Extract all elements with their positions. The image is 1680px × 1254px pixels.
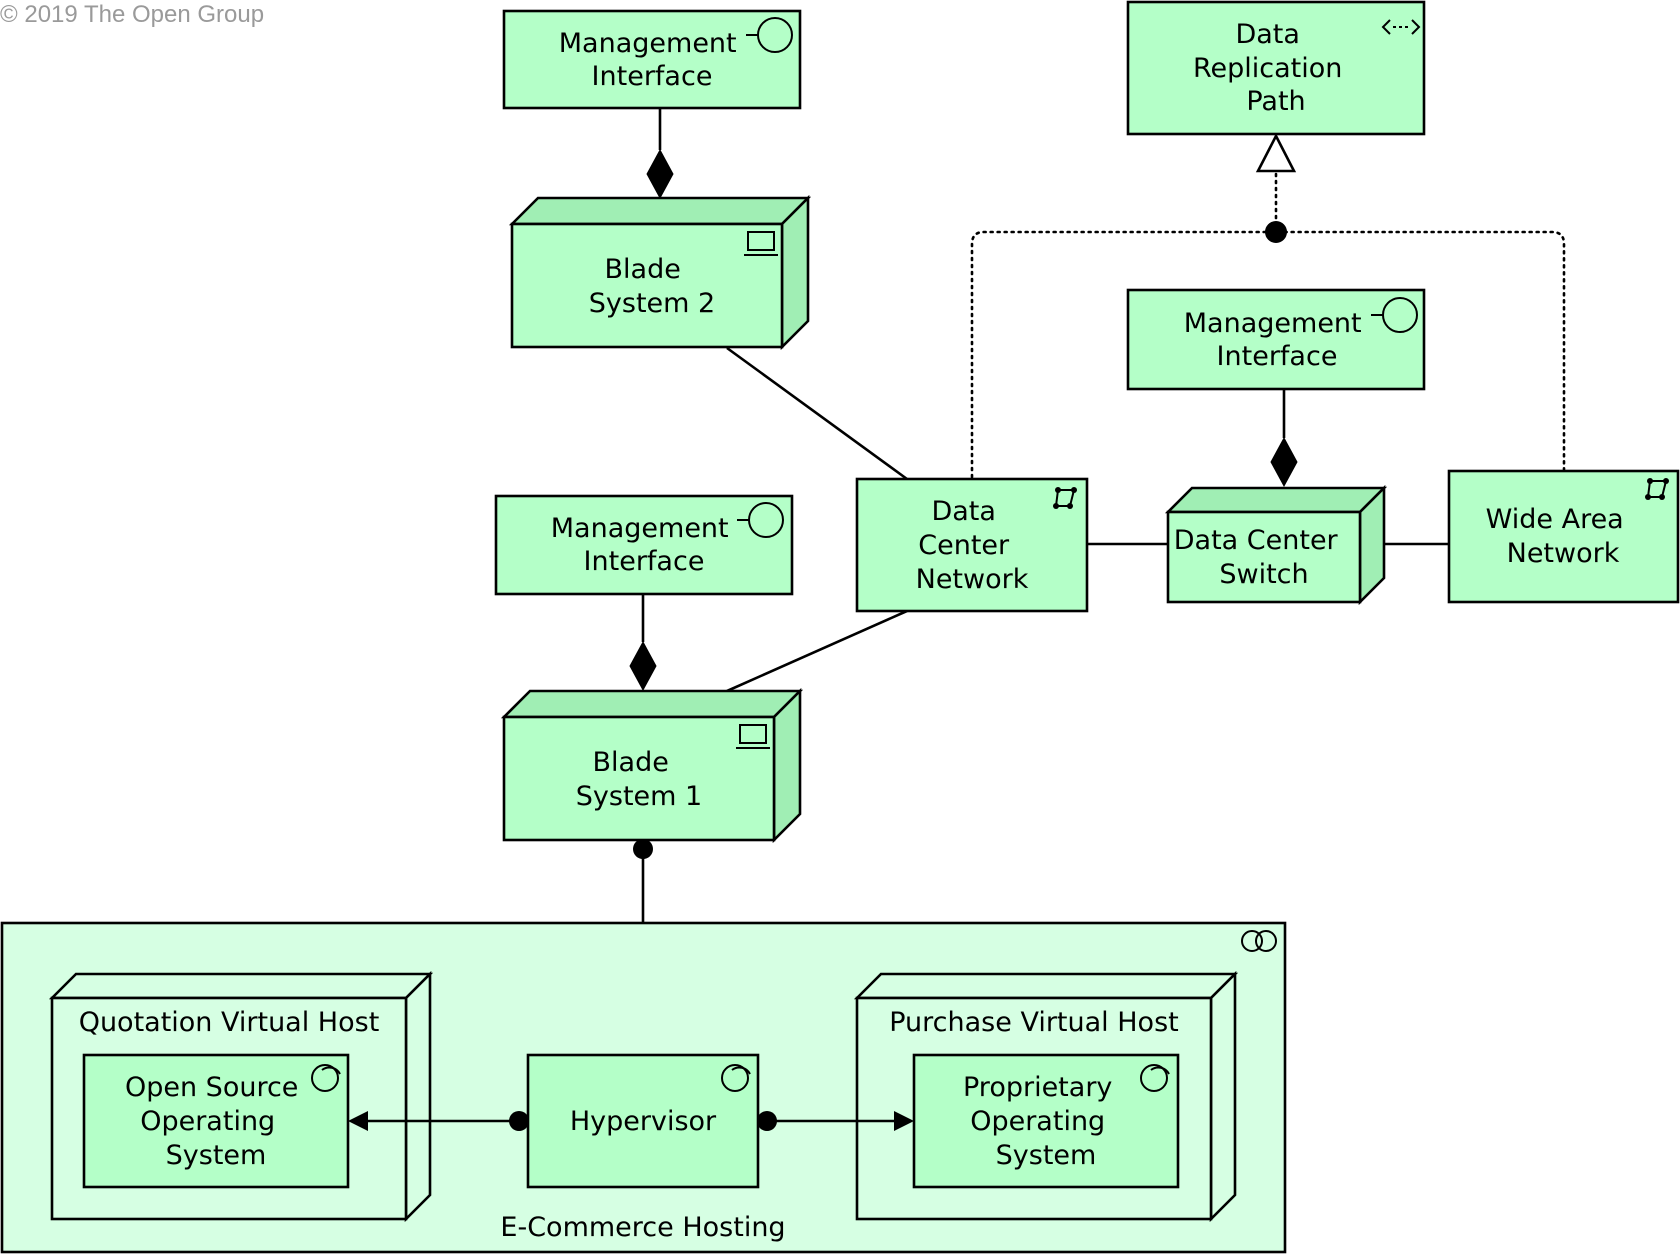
blade-system-1-label: Blade System 1 (576, 747, 702, 812)
management-interface-mid-label: Management Interface (551, 513, 737, 577)
management-interface-right-label: Management Interface (1184, 308, 1370, 372)
network-icon (1645, 478, 1669, 500)
system-software-icon (311, 1064, 341, 1092)
data-replication-path-label: Data Replication Path (1193, 19, 1351, 117)
management-interface-top[interactable]: Management Interface (502, 9, 802, 110)
wide-area-network[interactable]: Wide Area Network (1447, 469, 1680, 604)
data-center-network[interactable]: Data Center Network (855, 477, 1089, 613)
blade-system-2-node[interactable]: Blade System 2 (508, 194, 812, 351)
path-icon (1381, 19, 1421, 35)
proprietary-os-label: Proprietary Operating System (963, 1072, 1121, 1171)
interface-icon (746, 17, 793, 53)
purchase-virtual-host-label: Purchase Virtual Host (889, 1007, 1178, 1038)
data-center-switch-node[interactable]: Data Center Switch (1164, 484, 1388, 606)
assignment-hypervisor-open-source-os (348, 1111, 529, 1131)
copyright-text: © 2019 The Open Group (0, 1, 264, 28)
device-icon (744, 231, 778, 256)
hypervisor-label: Hypervisor (570, 1106, 717, 1137)
assignment-hypervisor-proprietary-os (757, 1111, 914, 1131)
association-blade2-dcn (726, 346, 908, 481)
network-icon (1053, 487, 1077, 509)
system-software-icon (721, 1064, 751, 1092)
hypervisor-system-software[interactable]: Hypervisor (526, 1053, 760, 1189)
interface-icon (1371, 297, 1418, 333)
collaboration-icon (1241, 930, 1277, 952)
realization-dcn-wan-drp (970, 133, 1566, 479)
interface-icon (737, 502, 784, 538)
management-interface-top-label: Management Interface (559, 28, 745, 92)
composition-mgmt-switch (1270, 389, 1298, 488)
quotation-virtual-host-label: Quotation Virtual Host (79, 1007, 380, 1038)
data-center-switch-label: Data Center Switch (1174, 525, 1347, 590)
management-interface-right[interactable]: Management Interface (1126, 288, 1426, 391)
blade-system-1-node[interactable]: Blade System 1 (500, 687, 804, 844)
composition-mgmt-blade2 (646, 108, 674, 200)
system-software-icon (1140, 1064, 1170, 1092)
ecommerce-hosting-label: E-Commerce Hosting (500, 1212, 785, 1243)
wide-area-network-label: Wide Area Network (1486, 504, 1633, 569)
proprietary-os-system-software[interactable]: Proprietary Operating System (912, 1053, 1180, 1189)
data-replication-path[interactable]: Data Replication Path (1126, 0, 1426, 136)
open-source-os-label: Open Source Operating System (125, 1072, 307, 1171)
association-dcn-blade1 (726, 609, 908, 693)
management-interface-mid[interactable]: Management Interface (494, 494, 794, 596)
blade-system-2-label: Blade System 2 (589, 254, 715, 319)
device-icon (736, 724, 770, 749)
composition-mgmt-blade1 (629, 594, 657, 692)
data-center-network-label: Data Center Network (916, 496, 1029, 595)
open-source-os-system-software[interactable]: Open Source Operating System (82, 1053, 350, 1189)
